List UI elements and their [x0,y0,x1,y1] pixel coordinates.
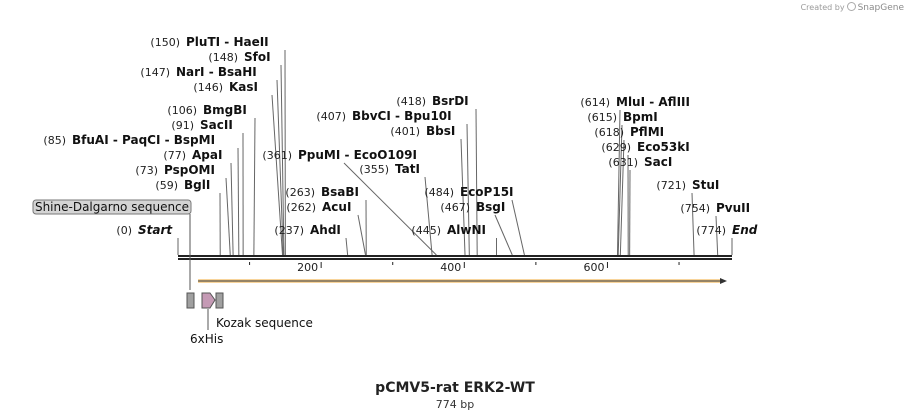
site-connector [616,109,621,256]
site-connector [345,237,349,256]
site-connector [276,79,284,256]
site-connector [225,177,231,256]
his-tag-label: 6xHis [190,332,223,346]
site-connector [466,123,470,256]
snapgene-credit: Created by SnapGene [801,2,904,13]
site-name-label: KasI [229,80,258,94]
site-position-label: (631) [608,156,638,169]
site-position-label: (774) [696,224,726,237]
ruler-tick-label: 400 [440,261,461,274]
site-position-label: (148) [208,51,238,64]
site-position-label: (484) [424,186,454,199]
site-connector [619,139,625,256]
site-position-label: (237) [274,224,304,237]
site-connector [424,176,433,256]
site-position-label: (361) [262,149,292,162]
site-connector [511,199,525,256]
site-position-label: (445) [411,224,441,237]
site-position-label: (618) [594,126,624,139]
site-position-label: (614) [580,96,610,109]
site-position-label: (407) [316,110,346,123]
site-name-label: BbsI [426,124,455,138]
site-name-label: Start [138,223,173,237]
site-connector [617,124,623,256]
site-connector [343,162,437,256]
site-position-label: (59) [155,179,178,192]
credit-prefix: Created by [800,3,845,12]
site-name-label: AcuI [322,200,351,214]
site-name-label: PflMI [630,125,664,139]
site-position-label: (77) [163,149,186,162]
site-position-label: (754) [680,202,710,215]
site-connector [271,94,284,256]
site-name-label: PvuII [716,201,750,215]
shine-dalgarno-label: Shine-Dalgarno sequence [35,200,189,214]
site-name-label: StuI [692,178,719,192]
site-name-label: End [732,223,758,237]
site-position-label: (147) [140,66,170,79]
site-name-label: TatI [395,162,420,176]
kozak-box [215,292,224,309]
credit-brand: SnapGene [857,3,904,13]
site-partner-label: PluTI - HaeII [186,35,269,49]
site-name-label: SacII [200,118,233,132]
insert-arrow-feature [201,292,216,309]
site-position-label: (0) [116,224,132,237]
site-name-label: SfoI [244,50,271,64]
kozak-label: Kozak sequence [216,316,313,330]
site-position-label: (263) [285,186,315,199]
site-connector [494,214,513,256]
site-connector [691,192,695,256]
site-position-label: (467) [440,201,470,214]
site-position-label: (262) [286,201,316,214]
site-connector [230,162,234,256]
site-position-label: (150) [150,36,180,49]
site-partner-label: MluI - AflIII [616,95,690,109]
site-name-label: PspOMI [164,163,215,177]
ruler-tick-label: 600 [583,261,604,274]
site-position-label: (615) [587,111,617,124]
site-partner-label: BfuAI - PaqCI - BspMI [72,133,215,147]
site-position-label: (418) [396,95,426,108]
site-position-label: (106) [167,104,197,117]
site-connector [253,117,256,256]
site-position-label: (721) [656,179,686,192]
site-position-label: (85) [43,134,66,147]
site-partner-label: BbvCI - Bpu10I [352,109,452,123]
site-connector [460,138,466,256]
shine-dalgarno-box [32,199,192,215]
site-name-label: BsgI [476,200,505,214]
ruler-tick-label: 200 [297,261,318,274]
site-position-label: (355) [359,163,389,176]
site-connector [357,214,367,256]
site-position-label: (401) [390,125,420,138]
site-name-label: BglI [184,178,210,192]
orf-arrow-head [719,278,727,284]
site-connector [715,215,719,256]
site-name-label: SacI [644,155,672,169]
site-name-label: ApaI [192,148,222,162]
site-name-label: BpmI [623,110,658,124]
his-tag-box [186,292,195,309]
site-partner-label: NarI - BsaHI [176,65,257,79]
site-position-label: (73) [135,164,158,177]
site-position-label: (91) [171,119,194,132]
site-position-label: (146) [193,81,223,94]
site-connector [237,147,240,256]
site-name-label: Eco53kI [637,140,690,154]
sequence-length: 774 bp [435,398,475,411]
site-partner-label: PpuMI - EcoO109I [298,148,417,162]
site-name-label: AhdI [310,223,341,237]
site-name-label: BsaBI [321,185,359,199]
site-position-label: (629) [601,141,631,154]
site-connector [280,64,285,256]
site-name-label: AlwNI [447,223,486,237]
snapgene-logo-icon [846,2,856,11]
page-title: pCMV5-rat ERK2-WT [375,380,535,396]
site-name-label: EcoP15I [460,185,514,199]
site-connector [475,108,478,256]
site-name-label: BsrDI [432,94,469,108]
site-name-label: BmgBI [203,103,247,117]
